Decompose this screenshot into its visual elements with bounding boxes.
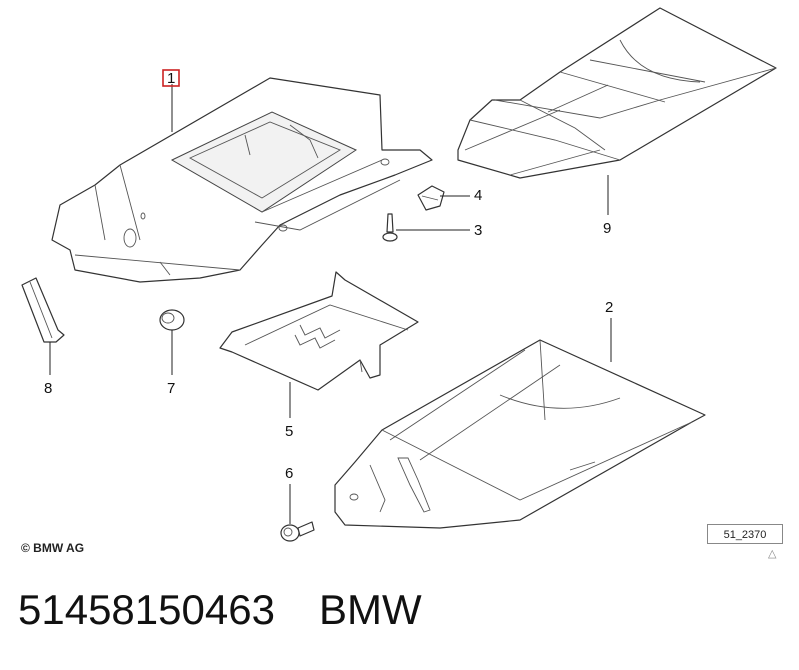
part-7-grommet[interactable] <box>159 309 185 331</box>
callout-1[interactable]: 1 <box>167 70 175 87</box>
callout-9[interactable]: 9 <box>603 220 611 237</box>
copyright-notice: © BMW AG <box>21 541 85 555</box>
callout-8[interactable]: 8 <box>44 380 52 397</box>
part-8-clip-strip[interactable] <box>21 277 65 343</box>
part-number: 51458150463 <box>18 586 275 633</box>
callout-4[interactable]: 4 <box>474 187 482 204</box>
part-5-cover-plate[interactable] <box>219 271 419 391</box>
callout-3[interactable]: 3 <box>474 222 482 239</box>
part-9-tray-cover[interactable] <box>457 7 777 179</box>
part-2-lower-tray[interactable] <box>334 339 706 529</box>
part-3-screw[interactable] <box>382 213 398 242</box>
brand-name: BMW <box>318 586 422 633</box>
callout-5[interactable]: 5 <box>285 423 293 440</box>
callout-1-highlight <box>162 69 180 87</box>
reference-mark: △ <box>768 548 777 560</box>
footer-caption: 51458150463 BMW <box>18 586 422 634</box>
reference-code: 51_2370 <box>707 524 783 544</box>
callout-2[interactable]: 2 <box>605 299 613 316</box>
leader-lines <box>49 84 612 524</box>
callout-7[interactable]: 7 <box>167 380 175 397</box>
part-4-clip-nut[interactable] <box>417 185 445 211</box>
callout-6[interactable]: 6 <box>285 465 293 482</box>
part-6-small-clip[interactable] <box>280 521 315 542</box>
parts-diagram: 1 2 3 4 5 6 7 8 9 <box>21 7 777 542</box>
part-1-main-panel[interactable] <box>51 77 433 283</box>
